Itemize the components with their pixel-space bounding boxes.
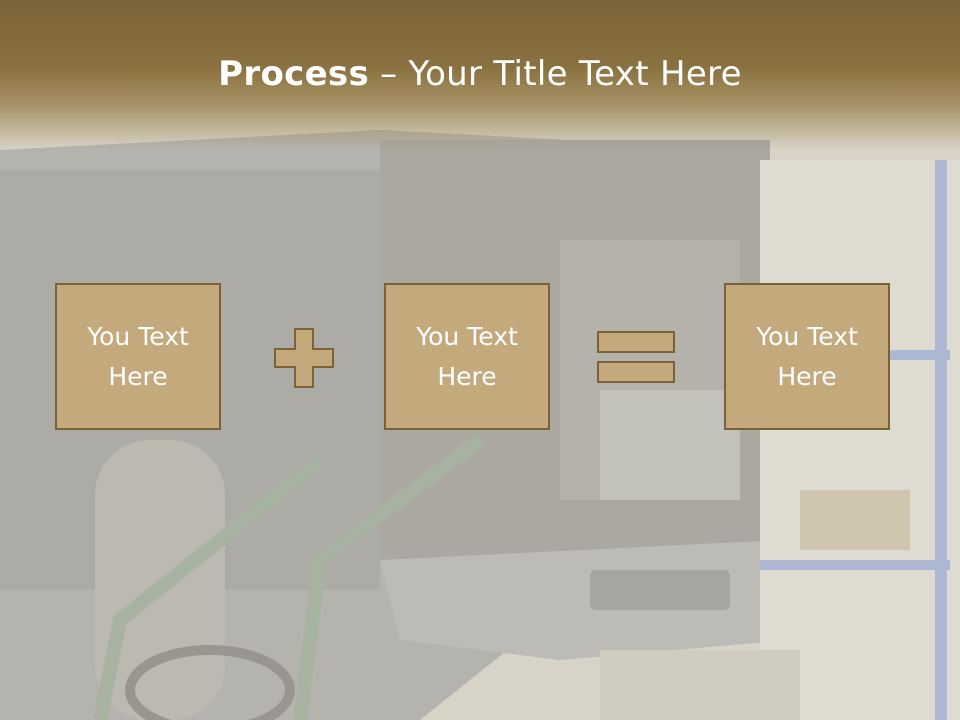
process-box-text: You Text Here: [416, 317, 518, 397]
box-1-line-2: Here: [108, 361, 168, 391]
equals-icon: [597, 331, 675, 383]
title-bold: Process: [218, 54, 370, 94]
box-2-line-2: Here: [437, 361, 497, 391]
process-box-2[interactable]: You Text Here: [384, 283, 550, 430]
title-rest: – Your Title Text Here: [369, 54, 742, 94]
process-box-3[interactable]: You Text Here: [724, 283, 890, 430]
plus-icon: [274, 328, 334, 388]
process-box-1[interactable]: You Text Here: [55, 283, 221, 430]
slide-title: Process – Your Title Text Here: [0, 54, 960, 94]
box-3-line-1: You Text: [756, 321, 858, 351]
box-1-line-1: You Text: [87, 321, 189, 351]
process-box-text: You Text Here: [756, 317, 858, 397]
process-box-text: You Text Here: [87, 317, 189, 397]
box-2-line-1: You Text: [416, 321, 518, 351]
box-3-line-2: Here: [777, 361, 837, 391]
title-bar: [0, 0, 960, 150]
